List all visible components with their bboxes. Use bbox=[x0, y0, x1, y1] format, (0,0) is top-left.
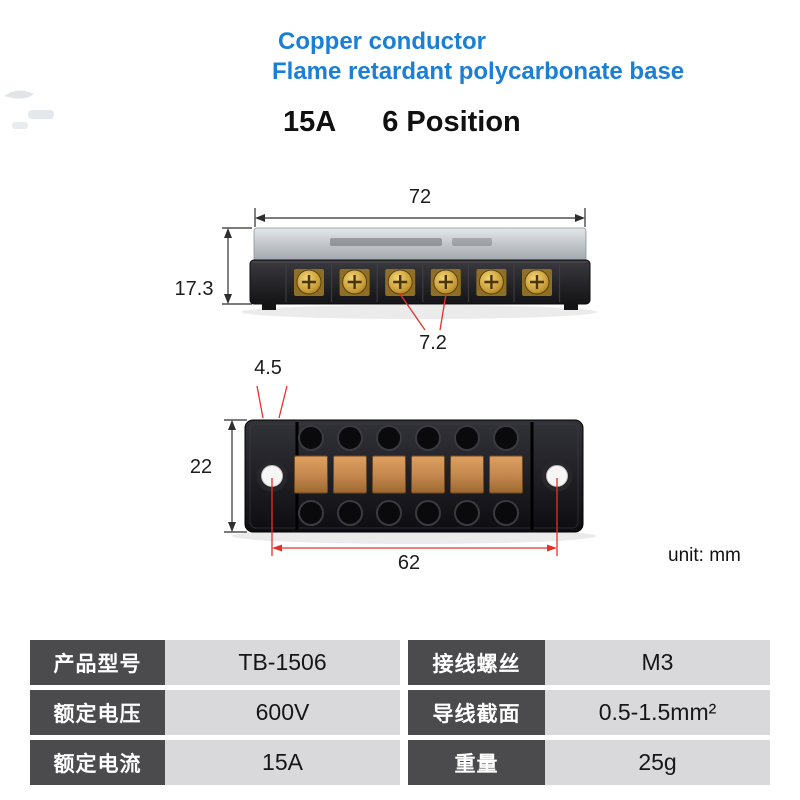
dim-label-body-width: 22 bbox=[189, 456, 213, 478]
product-front-view bbox=[241, 227, 597, 319]
dim-label-total-width: 72 bbox=[408, 186, 432, 208]
spec-row-2: 额定电压 600V 导线截面 0.5-1.5mm² bbox=[30, 690, 770, 735]
dim-label-edge-offset: 4.5 bbox=[254, 357, 282, 379]
spec-label-wire: 导线截面 bbox=[408, 690, 545, 735]
spec-label-weight: 重量 bbox=[408, 740, 545, 785]
spec-value-wire: 0.5-1.5mm² bbox=[545, 690, 770, 735]
dim-label-hole-span: 62 bbox=[397, 552, 421, 574]
spec-label-model: 产品型号 bbox=[30, 640, 165, 685]
spec-row-1: 产品型号 TB-1506 接线螺丝 M3 bbox=[30, 640, 770, 685]
spec-value-screw: M3 bbox=[545, 640, 770, 685]
dim-label-pitch: 7.2 bbox=[419, 332, 447, 354]
watermark-logo bbox=[4, 90, 54, 129]
dim-label-height: 17.3 bbox=[174, 278, 214, 300]
spec-label-screw: 接线螺丝 bbox=[408, 640, 545, 685]
spec-row-3: 额定电流 15A 重量 25g bbox=[30, 740, 770, 785]
spec-value-voltage: 600V bbox=[165, 690, 400, 735]
rating-text: 15A bbox=[283, 106, 337, 138]
product-title: 15A 6 Position bbox=[283, 106, 521, 139]
spec-value-weight: 25g bbox=[545, 740, 770, 785]
table-gap bbox=[400, 640, 408, 685]
table-gap bbox=[400, 690, 408, 735]
spec-label-current: 额定电流 bbox=[30, 740, 165, 785]
table-gap bbox=[400, 740, 408, 785]
feature-line-1: Copper conductor bbox=[278, 28, 486, 55]
spec-value-model: TB-1506 bbox=[165, 640, 400, 685]
spec-table: 产品型号 TB-1506 接线螺丝 M3 额定电压 600V 导线截面 0.5-… bbox=[30, 640, 770, 790]
spec-label-voltage: 额定电压 bbox=[30, 690, 165, 735]
spec-value-current: 15A bbox=[165, 740, 400, 785]
dim-lines-red bbox=[256, 293, 558, 556]
positions-text: 6 Position bbox=[382, 106, 521, 138]
unit-label: unit: mm bbox=[668, 545, 741, 566]
terminal-block-drawing bbox=[222, 208, 597, 556]
dim-lines-black bbox=[222, 208, 586, 533]
product-top-view bbox=[232, 419, 596, 544]
feature-line-2: Flame retardant polycarbonate base bbox=[272, 58, 685, 85]
dimension-diagram: 72 17.3 7.2 4.5 22 62 unit: mm bbox=[0, 180, 800, 610]
